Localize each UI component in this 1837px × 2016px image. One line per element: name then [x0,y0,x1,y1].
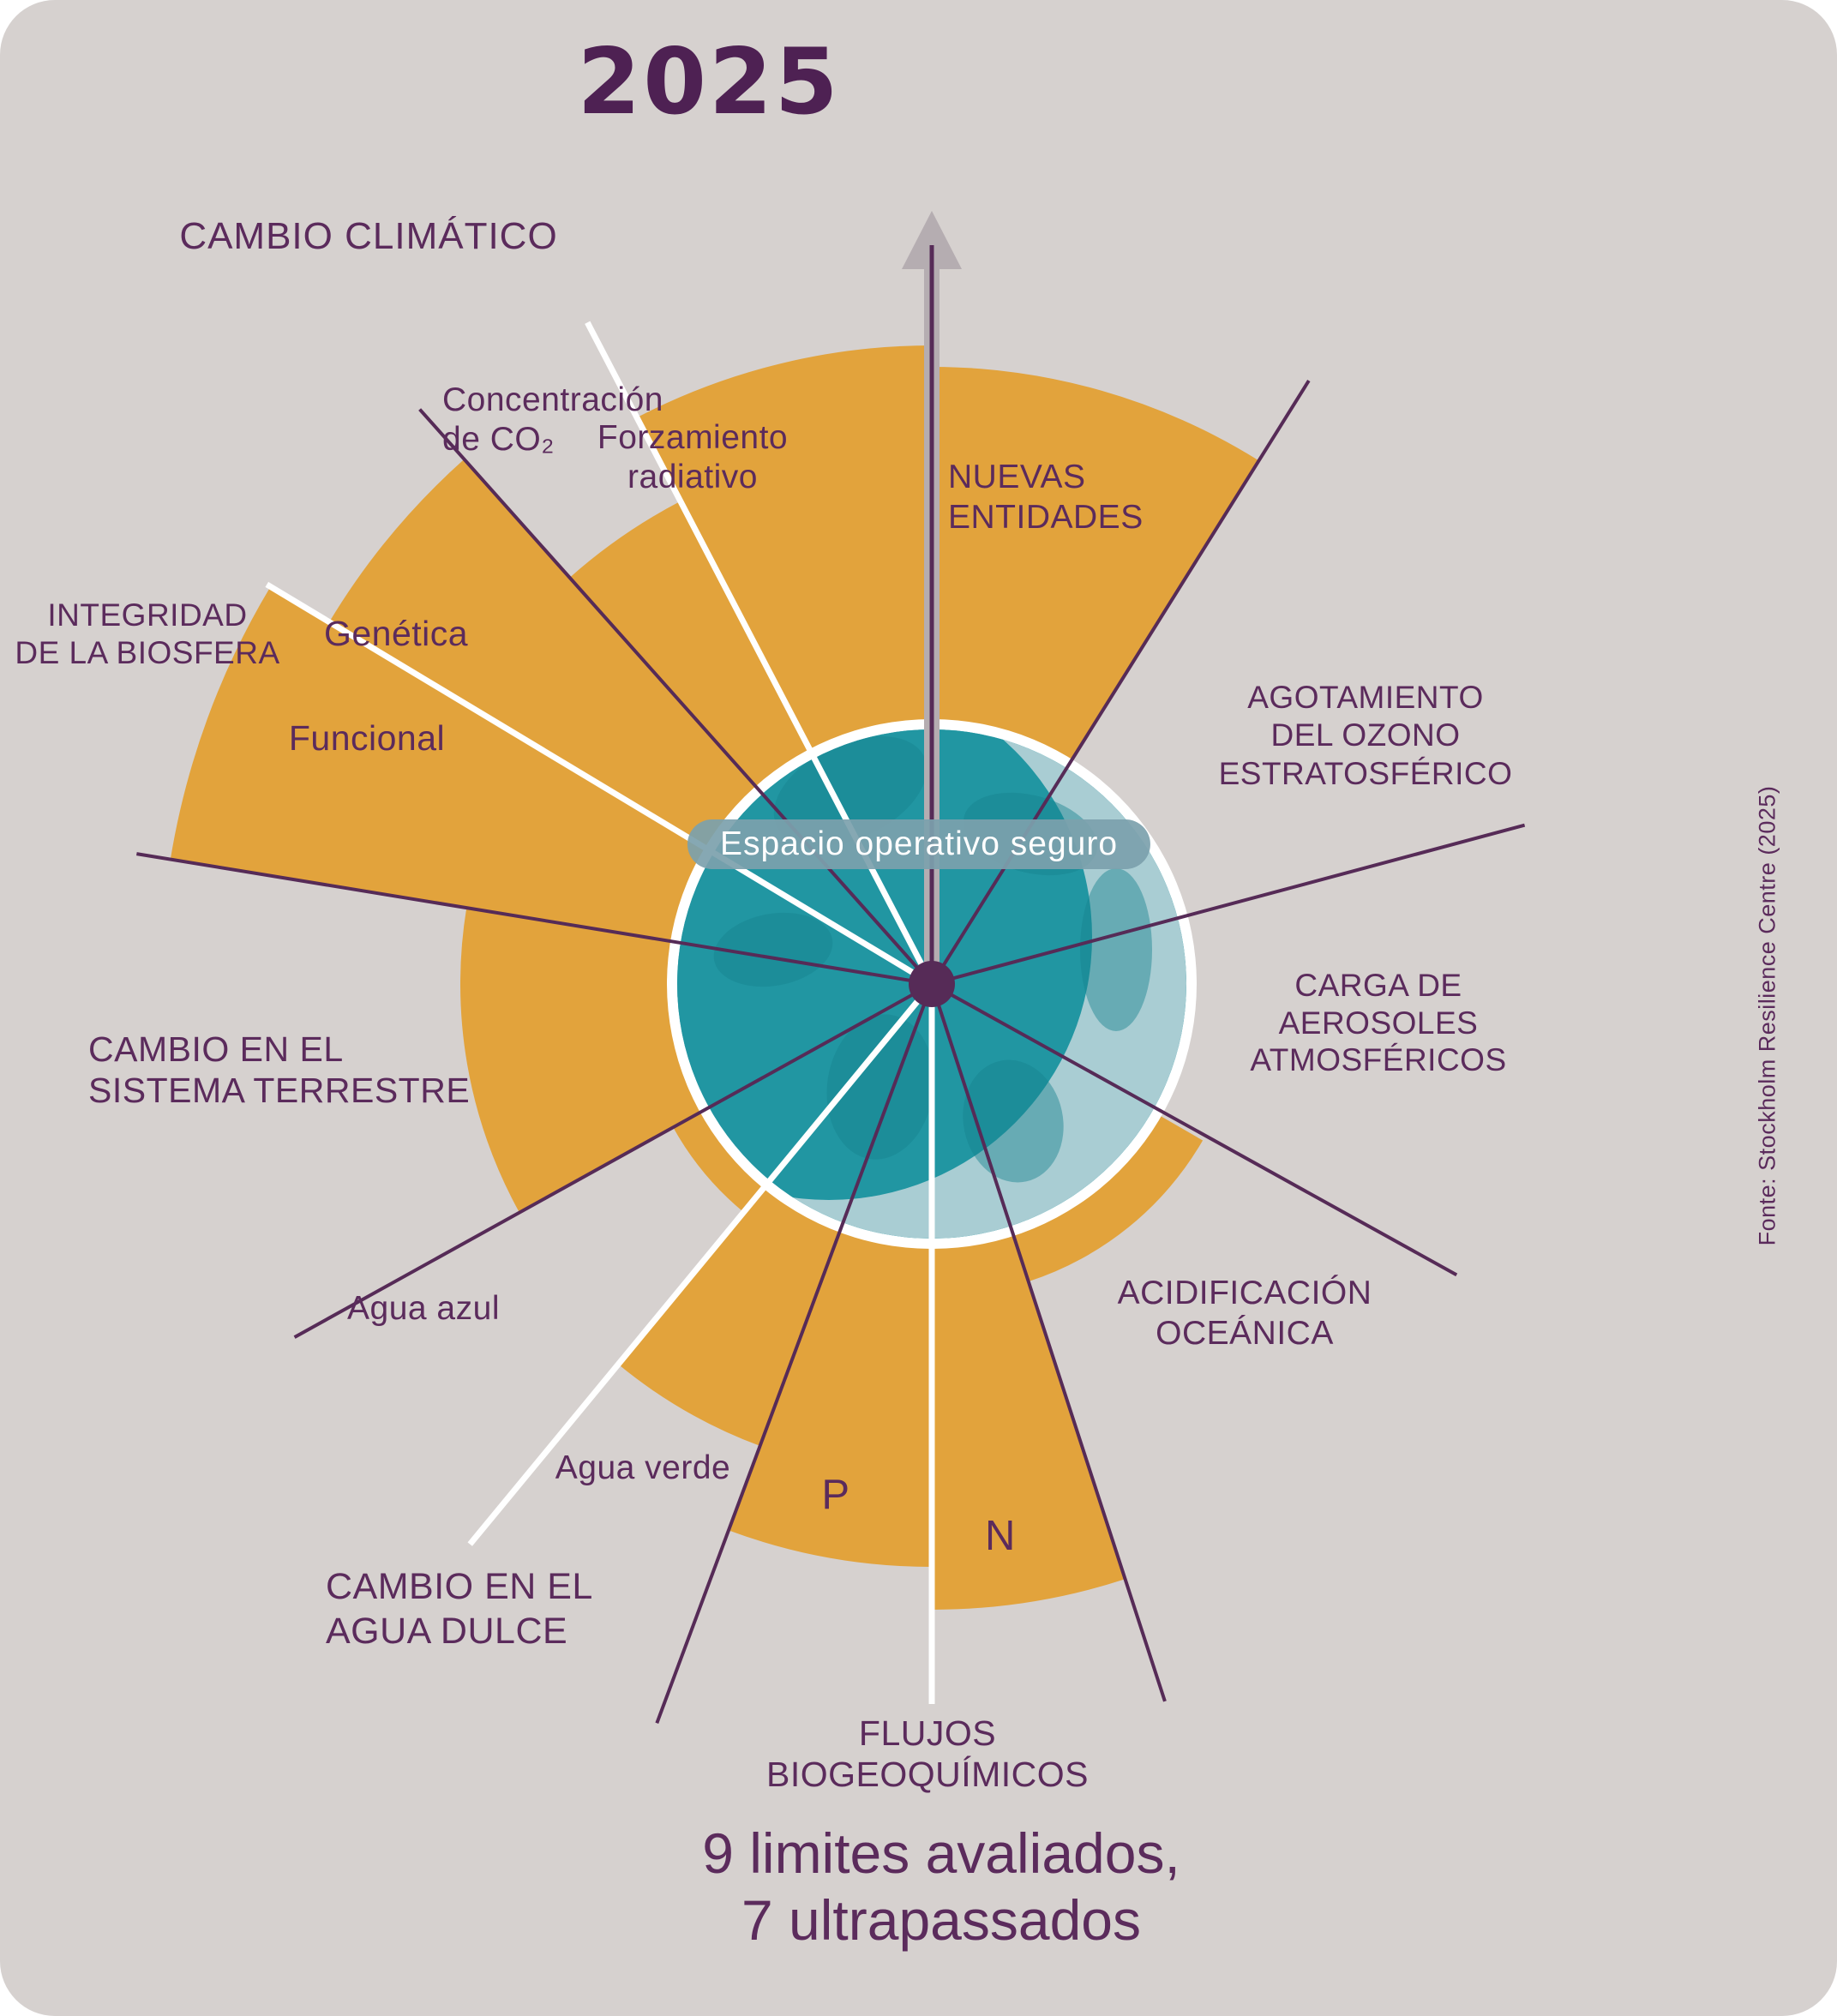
label-genetica: Genética [323,614,469,653]
divider-purple [930,983,1167,1702]
continent-blob [1080,868,1152,1031]
label-carga-aerosoles: CARGA DE AEROSOLES ATMOSFÉRICOS [1250,967,1506,1079]
label-line: NUEVAS [948,459,1086,495]
label-agotamiento-ozono: AGOTAMIENTO DEL OZONO ESTRATOSFÉRICO [1219,679,1513,793]
label-line: AGUA DULCE [326,1610,568,1652]
continent-blob [713,912,833,987]
label-p: P [821,1472,850,1518]
label-line: FLUJOS [858,1713,997,1753]
label-line: Forzamiento [597,419,789,456]
label-line: AGOTAMIENTO [1247,680,1484,715]
label-line: AEROSOLES [1278,1005,1479,1041]
divider-white [585,321,935,986]
divider-purple [655,983,934,1724]
divider-purple [293,982,933,1339]
divider-purple [418,408,934,986]
label-line: ACIDIFICACIÓN [1117,1275,1372,1311]
center-dot [909,961,955,1007]
label-line: ESTRATOSFÉRICO [1218,755,1513,791]
label-cambio-agua-dulce: CAMBIO EN EL AGUA DULCE [326,1565,593,1653]
divider-purple [931,982,1458,1277]
page-title: 2025 [577,29,841,135]
label-acidificacion-oceanica: ACIDIFICACIÓN OCEÁNICA [1118,1274,1372,1354]
continent-blob [773,735,928,847]
label-line: de CO₂ [442,421,555,459]
label-line: DEL OZONO [1270,717,1461,753]
arrow-head-icon [902,211,962,269]
label-line: BIOGEOQUÍMICOS [765,1755,1090,1795]
label-line: OCEÁNICA [1156,1314,1334,1352]
divider-white [467,981,934,1546]
label-integridad-biosfera: INTEGRIDAD DE LA BIOSFERA [15,597,279,673]
footer-summary: 9 limites avaliados, 7 ultrapassados [702,1821,1180,1954]
label-line: SISTEMA TERRESTRE [88,1071,471,1111]
label-line: ENTIDADES [948,498,1144,536]
divider-white [265,581,934,987]
label-line: CAMBIO EN EL [88,1029,344,1069]
label-line: INTEGRIDAD [47,597,248,633]
label-agua-azul: Agua azul [347,1290,500,1327]
label-funcional: Funcional [288,718,446,758]
label-cambio-sistema-terrestre: CAMBIO EN EL SISTEMA TERRESTRE [88,1029,470,1112]
label-n: N [985,1513,1016,1559]
label-concentracion-co2: Concentración de CO₂ [442,381,663,459]
footer-line-2: 7 ultrapassados [741,1887,1141,1952]
label-line: Concentración [442,381,663,418]
label-line: ATMOSFÉRICOS [1250,1042,1507,1078]
label-line: CAMBIO EN EL [326,1566,593,1607]
label-cambio-climatico: CAMBIO CLIMÁTICO [179,215,558,257]
safe-operating-space-pill: Espacio operativo seguro [687,819,1151,869]
footer-line-1: 9 limites avaliados, [702,1821,1180,1885]
label-agua-verde: Agua verde [555,1449,731,1486]
label-line: radiativo [627,459,758,496]
label-line: CARGA DE [1294,968,1462,1003]
divider-purple [931,823,1526,986]
label-line: DE LA BIOSFERA [15,635,280,671]
source-credit: Fonte: Stockholm Resilience Centre (2025… [1754,785,1780,1246]
label-forzamiento-radiativo: Forzamiento radiativo [597,418,788,497]
divider-purple [930,380,1311,986]
label-flujos-biogeoquimicos: FLUJOS BIOGEOQUÍMICOS [766,1713,1089,1796]
divider-purple [136,852,933,986]
label-nuevas-entidades: NUEVAS ENTIDADES [948,458,1144,538]
